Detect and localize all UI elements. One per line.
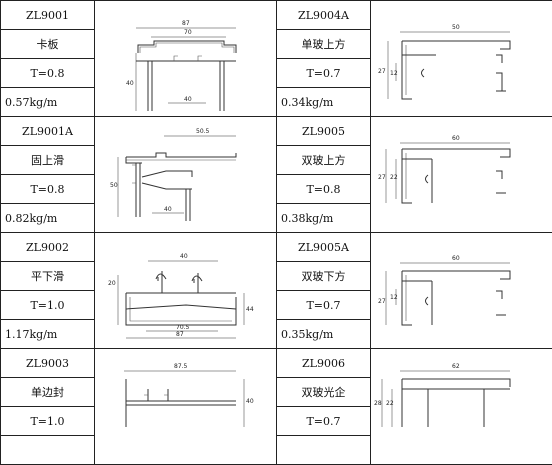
dim-label: 20 (108, 280, 116, 287)
profile-drawing-cell: 62 28 22 (371, 349, 552, 465)
product-thickness: T=0.7 (277, 407, 371, 436)
product-weight: 0.82kg/m (1, 204, 95, 233)
dim-label: 87 (182, 20, 190, 27)
product-weight (277, 436, 371, 465)
dim-label: 12 (390, 70, 398, 77)
product-thickness: T=0.7 (277, 291, 371, 320)
product-code: ZL9006 (277, 349, 371, 378)
product-code: ZL9001A (1, 117, 95, 146)
profile-drawing-zl9001a: 50.5 50 40 (96, 119, 276, 231)
dim-label: 40 (184, 96, 192, 103)
profile-drawing-cell: 40 20 44 70.5 87 (95, 233, 277, 349)
product-code: ZL9002 (1, 233, 95, 262)
profile-drawing-cell: 50 27 12 (371, 1, 552, 117)
product-thickness: T=1.0 (1, 407, 95, 436)
dim-label: 87.5 (174, 363, 188, 370)
dim-label: 28 (374, 400, 382, 407)
profile-drawing-cell: 87 70 40 40 (95, 1, 277, 117)
product-code: ZL9003 (1, 349, 95, 378)
product-name: 双玻光企 (277, 378, 371, 407)
dim-label: 60 (452, 255, 460, 262)
product-name: 单边封 (1, 378, 95, 407)
profile-drawing-zl9005a: 60 27 12 (372, 235, 552, 347)
product-name: 平下滑 (1, 262, 95, 291)
profile-drawing-zl9001: 87 70 40 40 (96, 3, 276, 115)
product-weight: 0.34kg/m (277, 88, 371, 117)
profile-drawing-cell: 87.5 40 (95, 349, 277, 465)
profile-drawing-cell: 60 27 12 (371, 233, 552, 349)
dim-label: 50 (110, 182, 118, 189)
profile-drawing-zl9003: 87.5 40 (96, 349, 276, 461)
product-name: 卡板 (1, 30, 95, 59)
product-thickness: T=0.8 (1, 59, 95, 88)
dim-label: 27 (378, 68, 386, 75)
dim-label: 40 (180, 253, 188, 260)
product-code: ZL9004A (277, 1, 371, 30)
profile-drawing-zl9006: 62 28 22 (372, 349, 552, 461)
catalog-row: ZL9002 40 20 44 70.5 87 ZL9005A 60 (1, 233, 552, 262)
dim-label: 40 (246, 398, 254, 405)
profile-drawing-zl9002: 40 20 44 70.5 87 (96, 235, 276, 347)
product-code: ZL9005A (277, 233, 371, 262)
product-weight (1, 436, 95, 465)
dim-label: 70.5 (176, 324, 190, 331)
dim-label: 70 (184, 29, 192, 36)
product-name: 固上滑 (1, 146, 95, 175)
profile-drawing-cell: 60 27 22 (371, 117, 552, 233)
catalog-row: ZL9001A 50.5 50 40 ZL9005 60 (1, 117, 552, 146)
dim-label: 40 (164, 206, 172, 213)
profile-drawing-zl9004a: 50 27 12 (372, 3, 552, 115)
product-thickness: T=1.0 (1, 291, 95, 320)
product-name: 单玻上方 (277, 30, 371, 59)
dim-label: 50 (452, 24, 460, 31)
product-code: ZL9005 (277, 117, 371, 146)
product-thickness: T=0.7 (277, 59, 371, 88)
profile-drawing-zl9005: 60 27 22 (372, 119, 552, 231)
product-code: ZL9001 (1, 1, 95, 30)
dim-label: 87 (176, 331, 184, 338)
product-name: 双玻下方 (277, 262, 371, 291)
product-thickness: T=0.8 (277, 175, 371, 204)
product-weight: 0.35kg/m (277, 320, 371, 349)
dim-label: 50.5 (196, 128, 210, 135)
dim-label: 60 (452, 135, 460, 142)
dim-label: 27 (378, 298, 386, 305)
dim-label: 22 (386, 400, 394, 407)
product-weight: 0.57kg/m (1, 88, 95, 117)
dim-label: 62 (452, 363, 460, 370)
dim-label: 44 (246, 306, 254, 313)
dim-label: 12 (390, 294, 398, 301)
dim-label: 27 (378, 174, 386, 181)
product-name: 双玻上方 (277, 146, 371, 175)
catalog-row: ZL9001 87 70 40 40 ZL9004A 50 (1, 1, 552, 30)
dim-label: 22 (390, 174, 398, 181)
profile-drawing-cell: 50.5 50 40 (95, 117, 277, 233)
product-weight: 0.38kg/m (277, 204, 371, 233)
catalog-row: ZL9003 87.5 40 ZL9006 62 28 22 (1, 349, 552, 378)
dim-label: 40 (126, 80, 134, 87)
product-thickness: T=0.8 (1, 175, 95, 204)
product-weight: 1.17kg/m (1, 320, 95, 349)
